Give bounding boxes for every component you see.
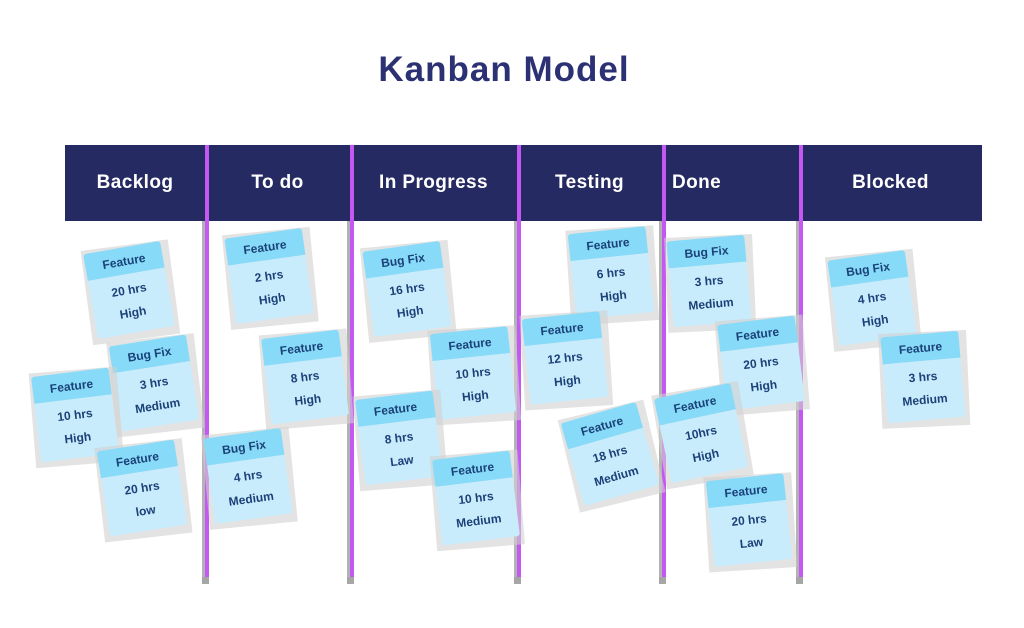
- column-separator: [202, 145, 209, 584]
- card-hours: 10 hrs: [56, 405, 94, 425]
- card-priority: Medium: [687, 294, 735, 313]
- card-priority: Law: [739, 534, 764, 552]
- card-hours: 4 hrs: [232, 467, 264, 485]
- card-priority: High: [553, 372, 582, 390]
- card-priority: High: [63, 429, 92, 447]
- card-hours: 20 hrs: [742, 353, 780, 373]
- column-header-blocked: Blocked: [852, 172, 929, 193]
- card-priority: High: [396, 302, 425, 321]
- card-priority: High: [258, 289, 287, 308]
- card-hours: 16 hrs: [388, 279, 426, 299]
- card-priority: High: [293, 391, 322, 409]
- column-header-testing: Testing: [555, 172, 624, 193]
- card-hours: 3 hrs: [138, 373, 170, 393]
- board-header: Backlog To do In Progress Testing Done B…: [65, 145, 982, 221]
- page-title: Kanban Model: [378, 50, 630, 89]
- card-hours: 3 hrs: [694, 272, 724, 290]
- column-header-done: Done: [672, 172, 722, 193]
- card-priority: High: [599, 287, 628, 305]
- card-hours: 3 hrs: [908, 368, 938, 386]
- card-hours: 10 hrs: [457, 488, 495, 508]
- card-priority: Medium: [134, 395, 182, 417]
- card-hours: 8 hrs: [289, 368, 321, 386]
- card-hours: 20 hrs: [123, 478, 161, 498]
- card-priority: High: [118, 303, 148, 322]
- card-priority: Law: [389, 452, 415, 470]
- card-priority: low: [134, 502, 157, 520]
- card-hours: 20 hrs: [110, 280, 148, 300]
- card-hours: 12 hrs: [546, 349, 584, 367]
- card-hours: 10 hrs: [454, 364, 492, 382]
- card-hours: 2 hrs: [253, 267, 285, 285]
- column-header-backlog: Backlog: [96, 172, 174, 193]
- column-header-todo: To do: [251, 172, 304, 193]
- card-hours: 6 hrs: [596, 264, 626, 282]
- card-priority: Medium: [455, 511, 503, 531]
- card-hours: 8 hrs: [383, 429, 415, 447]
- card-priority: High: [461, 387, 490, 405]
- card-hours: 4 hrs: [856, 289, 888, 307]
- column-separator: [659, 145, 666, 584]
- card-priority: High: [861, 311, 890, 330]
- card-priority: Medium: [227, 488, 275, 509]
- column-header-in-progress: In Progress: [379, 172, 488, 193]
- card-hours: 20 hrs: [730, 511, 768, 529]
- column-separator: [347, 145, 354, 584]
- card-priority: Medium: [901, 390, 949, 409]
- card-priority: High: [691, 445, 721, 466]
